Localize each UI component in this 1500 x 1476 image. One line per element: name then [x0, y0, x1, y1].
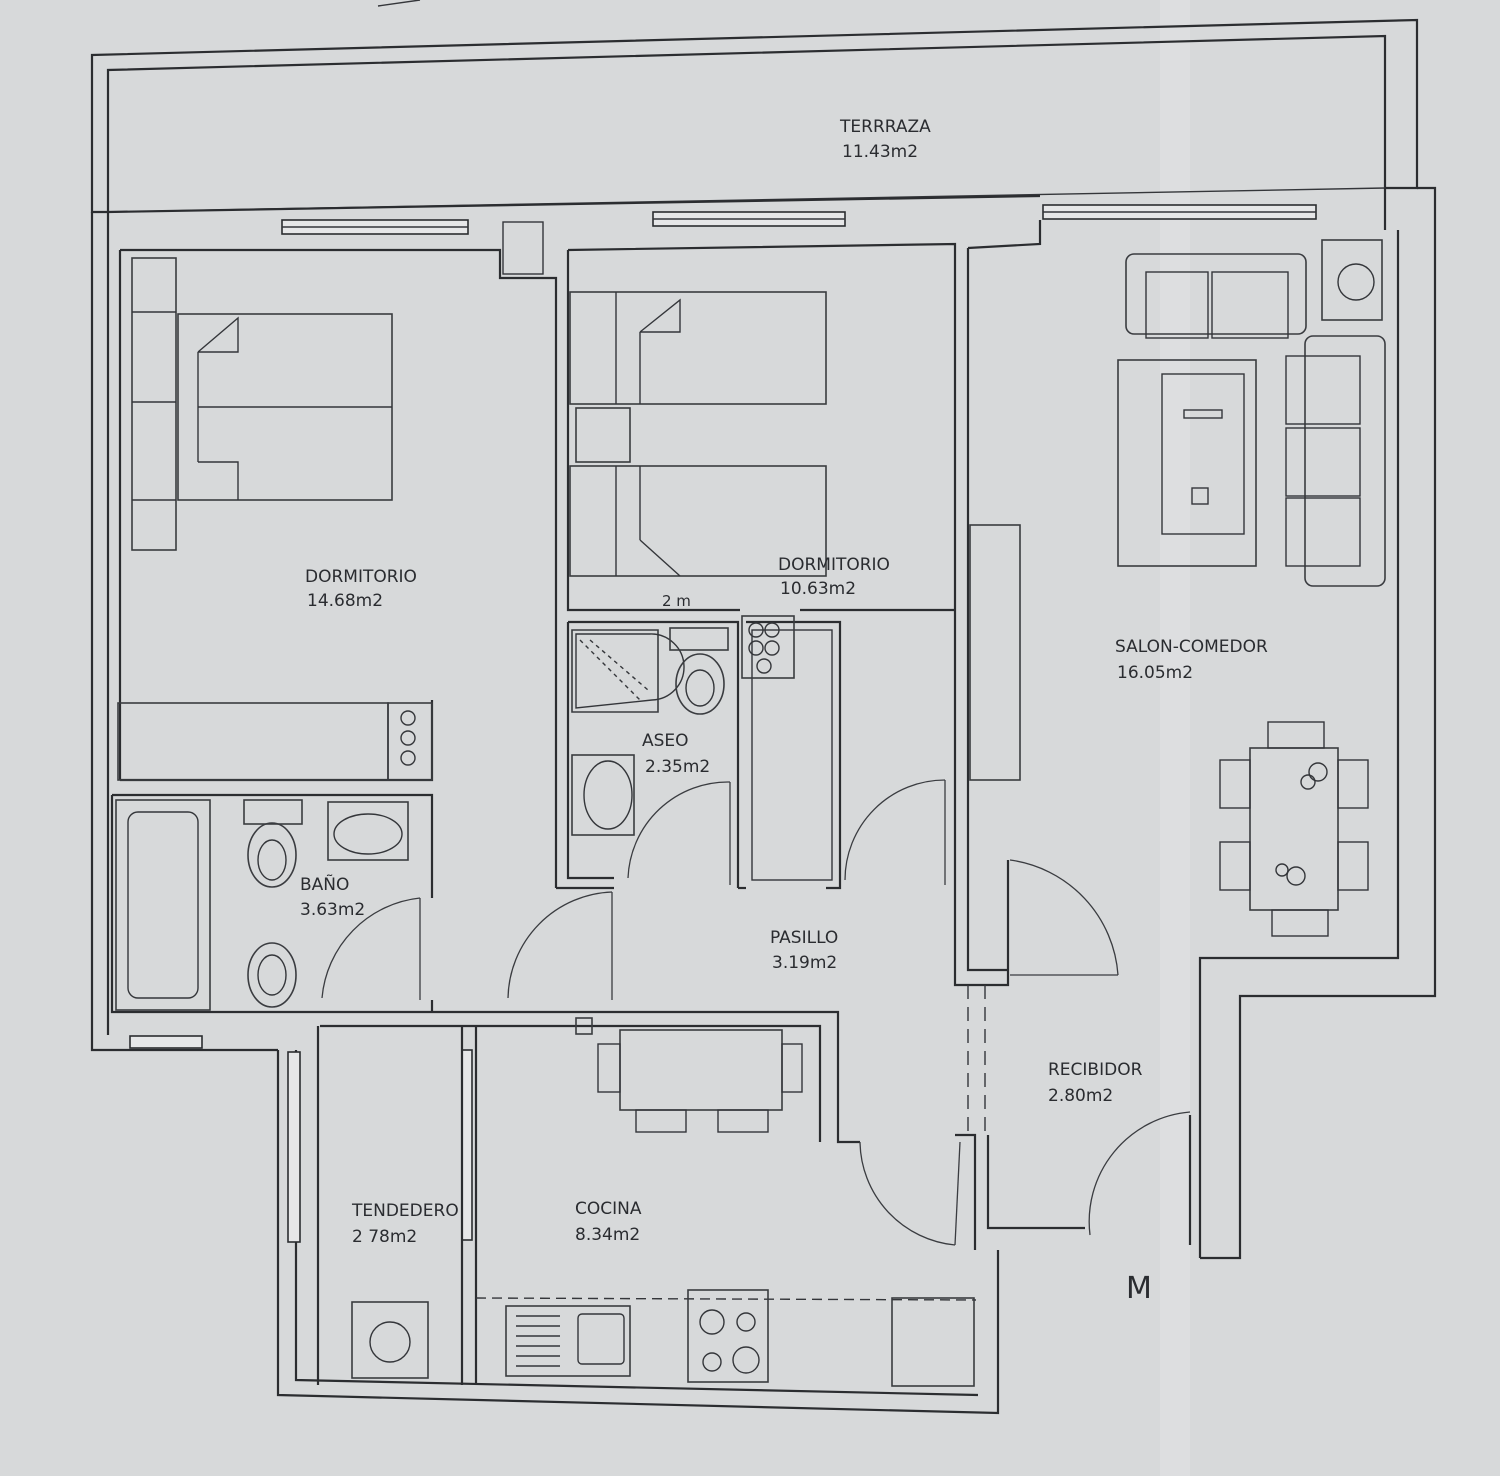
- wardrobe: [117, 702, 389, 781]
- chair-icon: [597, 1043, 621, 1093]
- window-icon: [129, 1035, 203, 1049]
- chair-icon: [781, 1043, 803, 1093]
- nightstand: [575, 407, 631, 463]
- room-area-dormitorio-2: 10.63m2: [780, 579, 856, 599]
- chair-icon: [717, 1109, 769, 1133]
- exterior-walls: [90, 186, 1437, 1415]
- toilet-icon: [669, 627, 729, 715]
- chair-icon: [1271, 909, 1329, 937]
- shower-icon: [571, 629, 659, 713]
- boiler: [387, 702, 433, 781]
- paper-fold: [1160, 0, 1190, 1476]
- bano-fixtures: [115, 799, 409, 1011]
- salon-furniture: [1117, 239, 1386, 937]
- window-icon: [287, 1051, 301, 1243]
- room-name-terraza: TERRRAZA: [839, 117, 931, 137]
- room-name-aseo: ASEO: [642, 731, 689, 751]
- bathtub-icon: [115, 799, 211, 1011]
- door-swing-icon: [321, 897, 421, 999]
- room-area-salon: 16.05m2: [1117, 663, 1193, 683]
- room-name-pasillo: PASILLO: [770, 928, 838, 948]
- boiler: [741, 615, 795, 679]
- toilet-icon: [243, 799, 303, 888]
- room-labels: TERRRAZA 11.43m2 DORMITORIO 14.68m2 DORM…: [300, 117, 1268, 1306]
- washbasin-icon: [571, 754, 635, 836]
- room-area-cocina: 8.34m2: [575, 1225, 640, 1245]
- coffee-table-icon: [1117, 359, 1257, 567]
- chair-icon: [1337, 759, 1369, 809]
- room-area-terraza: 11.43m2: [842, 142, 918, 162]
- bidet-icon: [247, 942, 297, 1008]
- fridge: [891, 1297, 975, 1387]
- room-area-tendedero: 2 78m2: [352, 1227, 417, 1247]
- room-area-aseo: 2.35m2: [645, 757, 710, 777]
- dining-table-icon: [1219, 721, 1369, 937]
- kitchen-sink-icon: [505, 1305, 631, 1377]
- chair-icon: [1219, 841, 1251, 891]
- cooktop-icon: [687, 1289, 769, 1383]
- doors: [321, 779, 1191, 1246]
- double-bed-icon: [177, 313, 393, 501]
- wardrobe: [969, 524, 1021, 781]
- bedroom-1-furniture: [117, 257, 433, 781]
- pencil-scribble: [377, 0, 421, 7]
- stamp-letter: M: [1126, 1271, 1152, 1306]
- chair-icon: [1219, 759, 1251, 809]
- room-name-cocina: COCINA: [575, 1199, 642, 1219]
- shaft: [502, 221, 544, 275]
- sofa-icon: [1285, 335, 1386, 587]
- door-swing-icon: [627, 781, 731, 879]
- door-swing-icon: [1009, 859, 1119, 976]
- door-swing-icon: [507, 891, 613, 999]
- room-name-recibidor: RECIBIDOR: [1048, 1060, 1143, 1080]
- interior-walls: [110, 220, 1192, 1385]
- armchair-icon: [1321, 239, 1383, 321]
- bedroom-2-furniture: [569, 291, 1021, 781]
- door-swing-icon: [1088, 1111, 1191, 1236]
- terrace: [90, 18, 1419, 214]
- room-name-tendedero: TENDEDERO: [351, 1201, 459, 1221]
- chair-icon: [1337, 841, 1369, 891]
- windows: [129, 204, 1317, 1243]
- door-swing-icon: [859, 1141, 956, 1246]
- chair-icon: [1267, 721, 1325, 749]
- dining-table-icon: [597, 1029, 803, 1133]
- wardrobe: [131, 257, 177, 551]
- door-swing-icon: [844, 779, 946, 881]
- room-name-dormitorio-1: DORMITORIO: [305, 567, 417, 587]
- washbasin-icon: [327, 801, 409, 861]
- sofa-icon: [1125, 253, 1307, 339]
- window-icon: [461, 1049, 473, 1241]
- aseo-fixtures: [571, 615, 795, 836]
- room-name-dormitorio-2: DORMITORIO: [778, 555, 890, 575]
- single-bed-icon: [569, 465, 827, 577]
- room-area-dormitorio-1: 14.68m2: [307, 591, 383, 611]
- pencil-note: 2 m: [662, 592, 691, 610]
- room-area-pasillo: 3.19m2: [772, 953, 837, 973]
- single-bed-icon: [569, 291, 827, 405]
- room-area-bano: 3.63m2: [300, 900, 365, 920]
- room-name-salon: SALON-COMEDOR: [1115, 637, 1268, 657]
- room-area-recibidor: 2.80m2: [1048, 1086, 1113, 1106]
- washing-machine-icon: [351, 1301, 429, 1379]
- room-name-bano: BAÑO: [300, 873, 349, 895]
- kitchen-furniture: [475, 1017, 977, 1387]
- chair-icon: [635, 1109, 687, 1133]
